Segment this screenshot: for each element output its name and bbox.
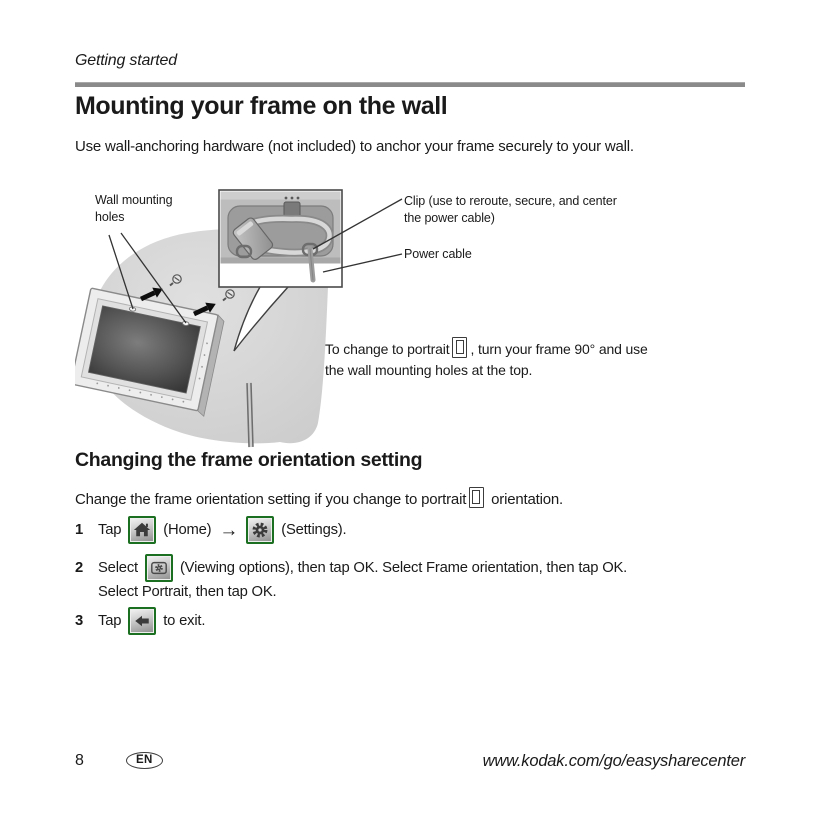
- power-cable-label: Power cable: [404, 247, 472, 261]
- frame-illustration: [70, 189, 403, 448]
- step-1-number: 1: [75, 522, 84, 538]
- wall-mounting-hole-right: [182, 320, 190, 326]
- step-2-number: 2: [75, 560, 84, 576]
- caption-text-before: To change to portrait: [325, 341, 450, 357]
- inset-pointer-right-line: [233, 286, 289, 352]
- leader-line-power-cable: [322, 253, 403, 273]
- page-number: 8: [75, 752, 84, 769]
- screw-icon-left: [169, 274, 182, 287]
- step-2-text-select: Select: [98, 560, 138, 576]
- portrait-icon-inner: [455, 340, 464, 355]
- portrait-caption-line2: the wall mounting holes at the top.: [325, 362, 533, 378]
- portrait-orientation-icon: [452, 337, 468, 358]
- wall-mounting-diagram: [70, 183, 755, 449]
- mounting-arrow-left: [139, 287, 163, 302]
- step-2-text-continued: Select Portrait, then tap OK.: [98, 584, 277, 600]
- portrait-caption-line1: To change to portrait , turn your frame 9…: [325, 337, 745, 360]
- running-header: Getting started: [75, 52, 177, 69]
- clip-label-line2: the power cable): [404, 210, 495, 225]
- step-3-text-tap: Tap: [98, 613, 122, 629]
- step-2-text-main: (Viewing options), then tap OK. Select F…: [179, 560, 628, 576]
- portrait-orientation-icon: [469, 487, 485, 508]
- leader-line-hole-left: [108, 234, 134, 310]
- step-1-text-home: (Home): [163, 522, 212, 538]
- step-1-text-settings: (Settings).: [281, 522, 347, 538]
- section-body-after: orientation.: [491, 491, 563, 508]
- step-1-line: 1 Tap (Home) → (Settings).: [75, 515, 765, 545]
- back-arrow-icon[interactable]: [128, 607, 157, 635]
- step-2: 2 Select (Viewing options), then tap OK.…: [75, 553, 765, 603]
- viewing-options-icon[interactable]: [144, 554, 173, 582]
- clip-label-line1: Clip (use to reroute, secure, and center: [404, 194, 617, 208]
- leader-line-hole-right: [120, 232, 187, 324]
- step-1-text-tap: Tap: [98, 522, 122, 538]
- frame-screen: [87, 305, 201, 394]
- portrait-icon-inner: [472, 490, 481, 505]
- language-badge: EN: [126, 752, 163, 769]
- portrait-caption: To change to portrait , turn your frame 9…: [325, 337, 745, 381]
- screw-icon-right: [222, 289, 235, 302]
- arrow-right-icon: →: [219, 519, 239, 541]
- wall-mounting-holes-label: Wall mounting holes: [95, 192, 205, 226]
- step-1: 1 Tap (Home) → (Settings).: [75, 515, 765, 545]
- inset-detail-box: [218, 189, 343, 288]
- step-2-line1: 2 Select (Viewing options), then tap OK.…: [75, 553, 765, 583]
- settings-gear-icon[interactable]: [246, 516, 275, 544]
- step-3-number: 3: [75, 613, 84, 629]
- step-3-line: 3 Tap to exit.: [75, 606, 765, 636]
- cable-clip-left: [235, 244, 253, 259]
- inset-pointer-fill: [234, 286, 288, 351]
- mounting-arrow-right: [192, 302, 216, 317]
- wall-label-line2: holes: [95, 209, 125, 224]
- step-3-text-exit: to exit.: [163, 613, 206, 629]
- section-body: Change the frame orientation setting if …: [75, 487, 765, 508]
- inset-cable-tail-edge: [309, 248, 314, 281]
- section-heading: Changing the frame orientation setting: [75, 449, 423, 471]
- step-3: 3 Tap to exit.: [75, 606, 765, 636]
- wall-label-line1: Wall mounting: [95, 193, 173, 207]
- header-rule: [75, 82, 745, 87]
- clip-label: Clip (use to reroute, secure, and center…: [404, 193, 654, 227]
- inset-pointer-left-line: [233, 286, 261, 352]
- home-icon[interactable]: [128, 516, 157, 544]
- touch-strip-ticks: [96, 342, 208, 403]
- footer-website-link[interactable]: www.kodak.com/go/easysharecenter: [482, 752, 746, 770]
- leader-line-clip: [312, 198, 403, 250]
- power-cable-highlight: [247, 382, 253, 448]
- intro-paragraph: Use wall-anchoring hardware (not include…: [75, 138, 634, 155]
- section-body-before: Change the frame orientation setting if …: [75, 491, 467, 508]
- page-title: Mounting your frame on the wall: [75, 92, 448, 120]
- step-2-line2: Select Portrait, then tap OK.: [75, 581, 765, 603]
- caption-text-after: , turn your frame 90° and use: [470, 341, 648, 357]
- photo-frame-drawing: [70, 287, 225, 418]
